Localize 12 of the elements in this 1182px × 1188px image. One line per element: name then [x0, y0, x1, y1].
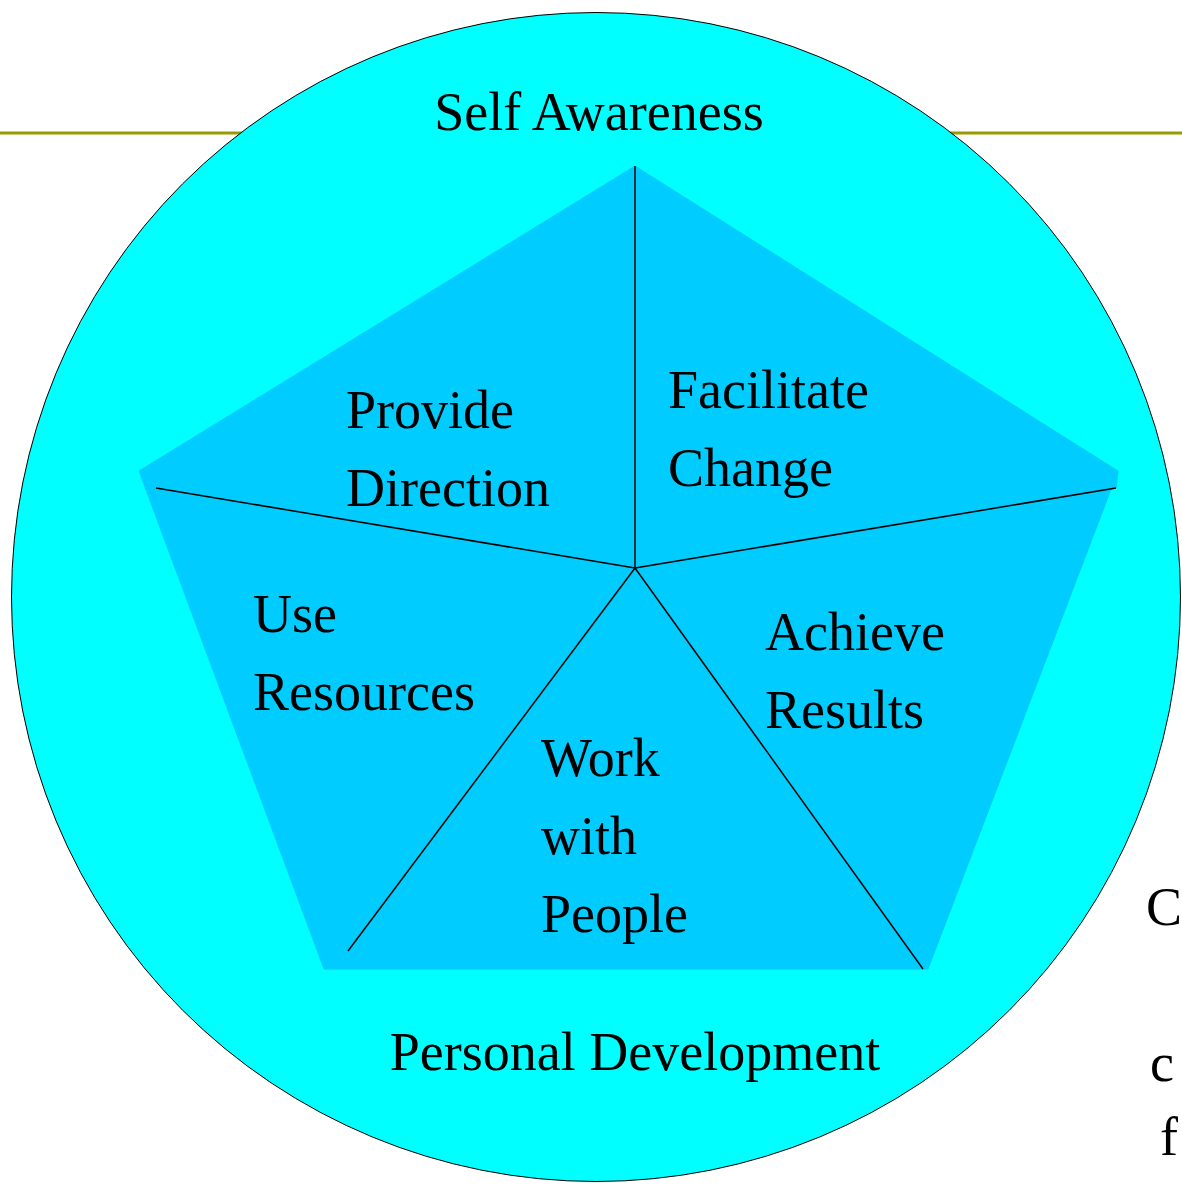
segment-label: Provide Direction	[346, 379, 551, 520]
region-label: Personal Development	[388, 1021, 882, 1084]
segment-label: Achieve Results	[765, 601, 946, 742]
partial-text: c	[1150, 1032, 1174, 1095]
partial-text: C	[1146, 876, 1182, 939]
segment-label: Work with People	[541, 727, 689, 946]
pentagon-segment	[139, 166, 635, 568]
segment-label: Facilitate Change	[668, 359, 870, 500]
region-label: Self Awareness	[433, 81, 765, 144]
segment-label: Use Resources	[253, 583, 476, 724]
pentagon-segment	[635, 166, 1118, 568]
partial-text: f	[1160, 1106, 1178, 1169]
